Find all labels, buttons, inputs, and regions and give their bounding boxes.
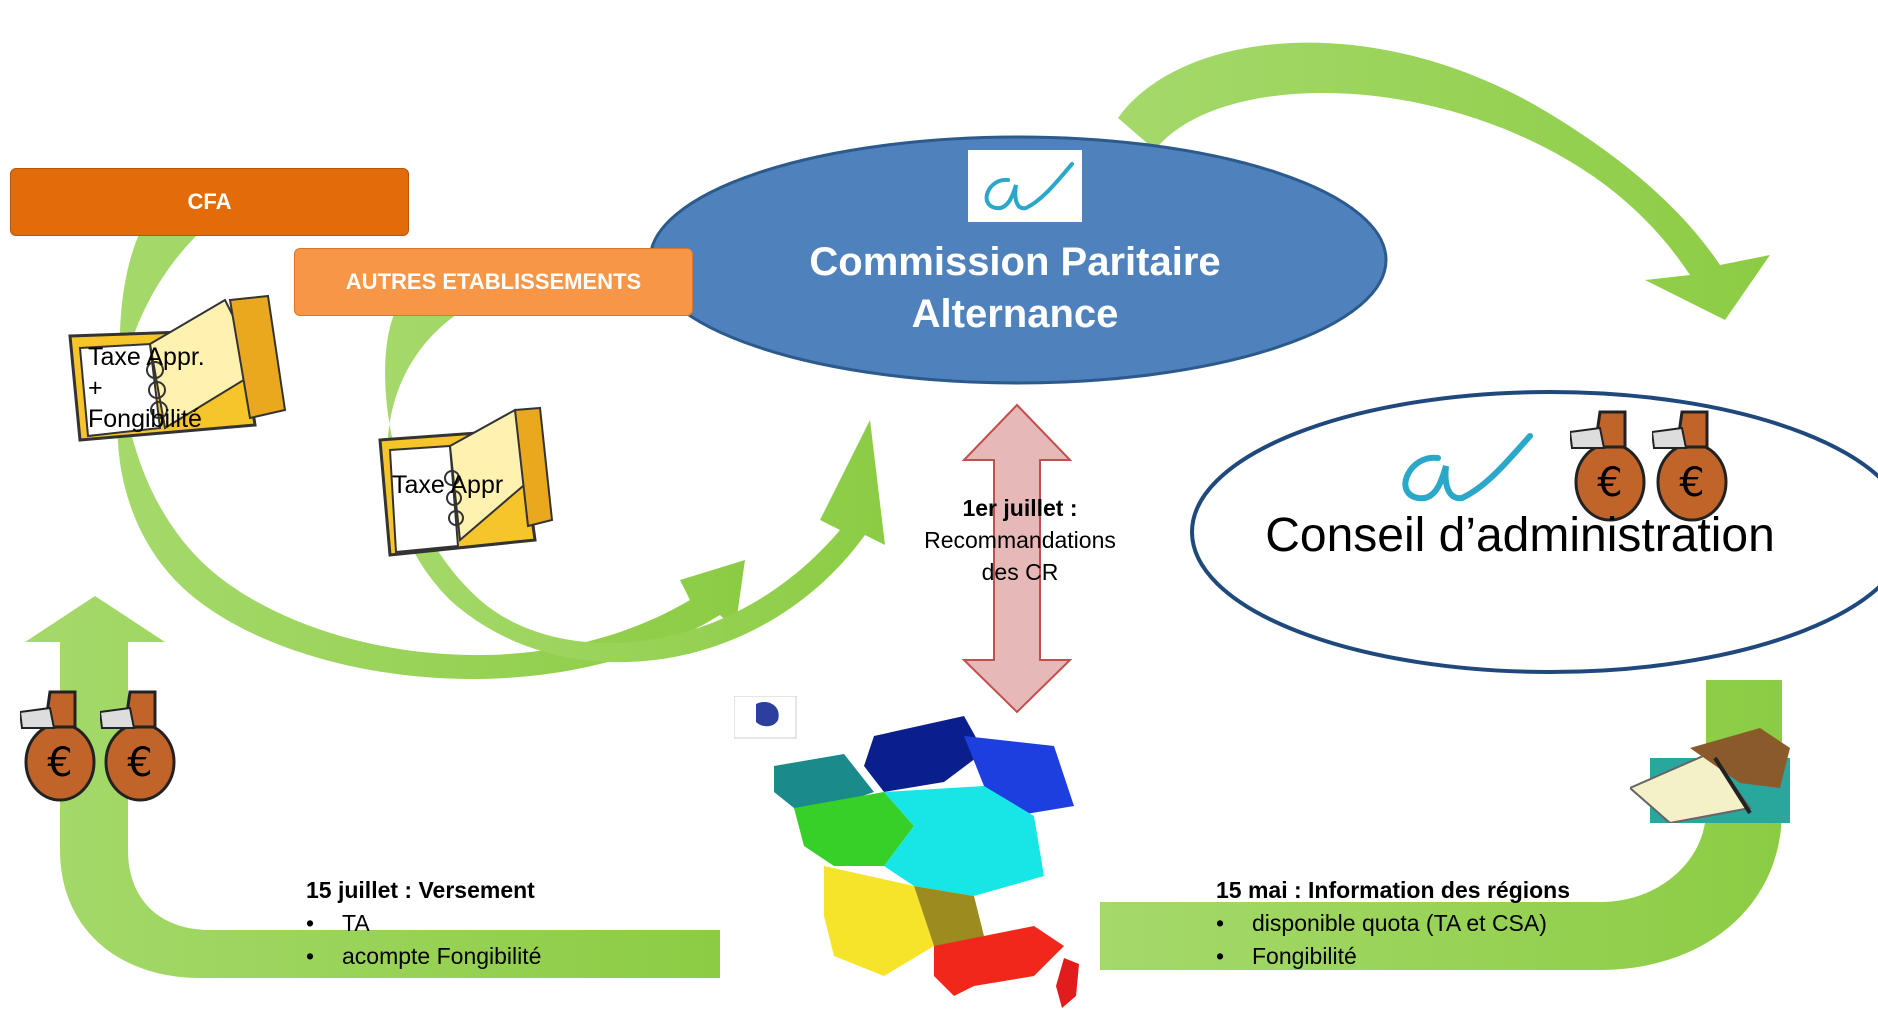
arrow-versement [25,596,720,978]
information-note: 15 mai : Information des régions disponi… [1216,874,1570,973]
binder-line: Taxe Appr. [88,343,205,371]
binder-label-1: Taxe Appr. + Fongibilité [88,342,205,435]
versement-item: TA [306,907,541,940]
money-bag-euro-icon: € [1570,410,1646,522]
double-arrow [961,403,1073,714]
middle-note-date: 1er juillet : [962,495,1078,521]
conseil-title: Conseil d’administration [1265,509,1775,562]
france-map-icon [734,696,1079,1008]
money-bag-euro-icon: € [20,690,96,802]
svg-text:€: € [47,740,72,786]
logo-a-icon [968,150,1082,222]
binder-line: + [88,374,103,402]
information-item: disponible quota (TA et CSA) [1216,907,1570,940]
binder-icon [68,294,287,442]
money-bag-euro-icon: € [1652,410,1728,522]
binder-label-2: Taxe Appr [392,471,504,499]
binder-line: Fongibilité [88,405,202,433]
middle-note: 1er juillet : Recommandations des CR [890,492,1150,588]
cfa-box: CFA [10,168,409,236]
information-heading: 15 mai : Information des régions [1216,877,1571,903]
commission-title: Commission Paritaire Alternance [750,236,1280,340]
binder-icon [378,406,554,557]
money-bag-euro-icon: € [100,690,176,802]
middle-note-line: des CR [981,559,1059,585]
svg-text:€: € [1679,460,1704,506]
logo-a-icon [1402,433,1533,502]
svg-text:€: € [127,740,152,786]
cheque-signing-icon [1630,728,1790,823]
autres-etablissements-box: AUTRES ETABLISSEMENTS [294,248,693,316]
arrow-cpa-to-conseil [1118,42,1770,320]
versement-item: acompte Fongibilité [306,940,541,973]
commission-line2: Alternance [911,292,1119,336]
commission-line1: Commission Paritaire [809,240,1221,284]
svg-text:€: € [1597,460,1622,506]
middle-note-line: Recommandations [924,527,1116,553]
information-item: Fongibilité [1216,940,1570,973]
versement-heading: 15 juillet : Versement [306,877,535,903]
versement-note: 15 juillet : Versement TA acompte Fongib… [306,874,541,973]
